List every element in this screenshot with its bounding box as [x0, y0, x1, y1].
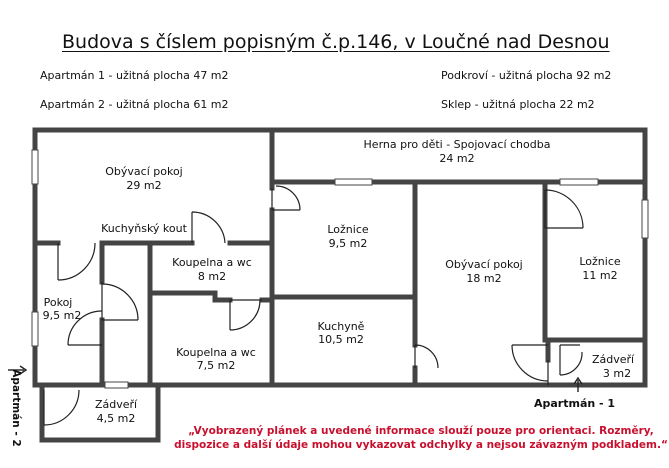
window-zadveri	[104, 381, 129, 389]
room-obyvaci-right-area: 18 m2	[466, 272, 502, 285]
window-left	[31, 149, 39, 185]
disclaimer-line-2: dispozice a další údaje mohou vykazovat …	[174, 439, 668, 451]
room-loznice-mid-name: Ložnice	[327, 223, 369, 236]
window-left-2	[31, 311, 39, 347]
room-koupelna-bottom-area: 7,5 m2	[196, 359, 236, 372]
door-v272	[271, 185, 301, 211]
summary-cellar: Sklep - užitná plocha 22 m2	[441, 98, 595, 111]
window-herna	[334, 178, 373, 186]
room-loznice-right-area: 11 m2	[582, 269, 618, 282]
room-obyvaci-left-area: 29 m2	[126, 179, 162, 192]
room-kuchyne-area: 10,5 m2	[318, 333, 364, 346]
door-obyvaci	[414, 344, 439, 369]
room-pokoj-name: Pokoj	[43, 296, 73, 309]
door-pokoj-top	[57, 242, 96, 281]
room-zadveri-right-name: Zádveří	[591, 353, 635, 366]
label-apartman-1: Apartmán - 1	[534, 397, 616, 410]
room-zadveri-left-name: Zádveří	[94, 398, 138, 411]
summary-apartment-2: Apartmán 2 - užitná plocha 61 m2	[40, 98, 229, 111]
room-obyvaci-right-name: Obývací pokoj	[445, 258, 523, 271]
room-herna-name: Herna pro děti - Spojovací chodba	[363, 138, 551, 151]
summary-apartment-1: Apartmán 1 - užitná plocha 47 m2	[40, 69, 229, 82]
room-obyvaci-left-name: Obývací pokoj	[105, 165, 183, 178]
room-zadveri-left-area: 4,5 m2	[96, 412, 136, 425]
room-pokoj-area: 9,5 m2	[42, 309, 82, 322]
room-kuchynsky-kout-name: Kuchyňský kout	[101, 222, 187, 235]
entry-arrowhead-right	[573, 376, 583, 385]
room-koupelna-top-area: 8 m2	[197, 270, 227, 283]
window-right-side	[641, 199, 649, 239]
room-zadveri-right-area: 3 m2	[602, 367, 632, 380]
door-zadveri-left	[43, 389, 80, 426]
disclaimer-line-1: „Vyobrazený plánek a uvedené informace s…	[188, 425, 654, 437]
room-herna-area: 24 m2	[439, 152, 475, 165]
plan-title: Budova s číslem popisným č.p.146, v Louč…	[62, 31, 610, 53]
door-koupelna-bottom	[229, 299, 262, 331]
room-koupelna-top-name: Koupelna a wc	[172, 256, 252, 269]
door-pokoj-low	[67, 310, 103, 346]
door-loznice-right	[544, 189, 584, 229]
door-zadveri-right-a	[511, 344, 549, 385]
room-loznice-right-name: Ložnice	[579, 255, 621, 268]
door-kout	[191, 211, 226, 244]
door-zadveri-right-b	[559, 344, 583, 376]
summary-attic: Podkroví - užitná plocha 92 m2	[441, 69, 612, 82]
door-pokoj-mid	[101, 282, 139, 321]
window-right-top	[559, 178, 599, 186]
room-loznice-mid-area: 9,5 m2	[328, 237, 368, 250]
entry-arrowhead-left	[19, 365, 28, 375]
room-kuchyne-name: Kuchyně	[317, 320, 365, 333]
room-koupelna-bottom-name: Koupelna a wc	[176, 346, 256, 359]
label-apartman-2: Apartmán - 2	[10, 369, 22, 447]
